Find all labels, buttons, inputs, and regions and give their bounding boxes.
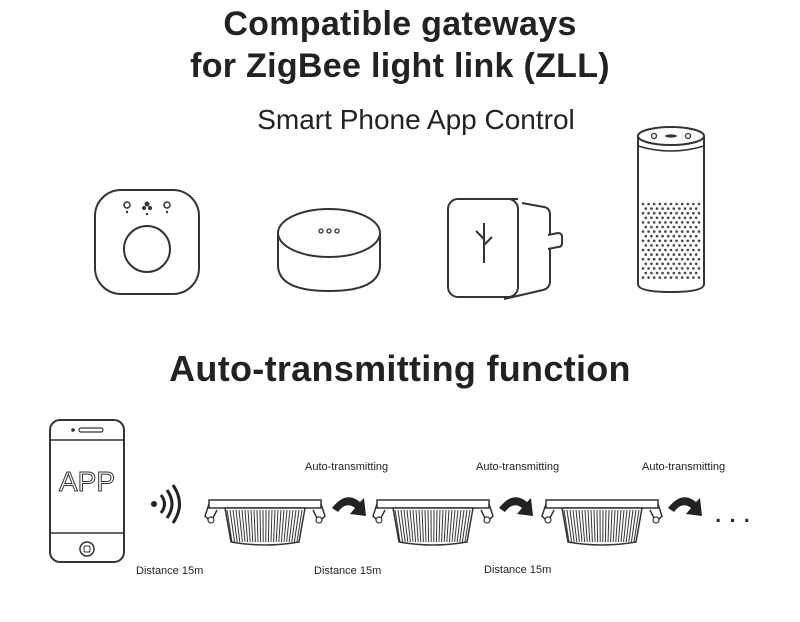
wireless-signal-icon bbox=[151, 484, 181, 524]
distance-label: Distance 15m bbox=[136, 565, 204, 577]
auto-transmitting-label: Auto-transmitting bbox=[305, 461, 389, 473]
curved-arrow-icon bbox=[668, 497, 702, 516]
continuation-ellipsis: ... bbox=[714, 496, 758, 529]
page-subtitle: Smart Phone App Control bbox=[257, 104, 575, 135]
smartphone-icon bbox=[49, 419, 125, 563]
section-title: Auto-transmitting function bbox=[169, 348, 631, 389]
auto-transmitting-label: Auto-transmitting bbox=[476, 461, 560, 473]
round-gateway-icon bbox=[277, 208, 381, 293]
page-title-line-1: Compatible gateways bbox=[223, 5, 577, 43]
app-label: APP bbox=[58, 466, 116, 498]
downlight-icon bbox=[372, 499, 494, 546]
plug-gateway-icon bbox=[447, 198, 563, 300]
downlight-icon bbox=[204, 499, 326, 546]
curved-arrow-icon bbox=[332, 497, 366, 516]
curved-arrow-icon bbox=[499, 497, 533, 516]
auto-transmitting-label: Auto-transmitting bbox=[642, 461, 726, 473]
distance-label: Distance 15m bbox=[484, 564, 552, 576]
page-title-line-2: for ZigBee light link (ZLL) bbox=[190, 47, 610, 85]
smart-speaker-icon bbox=[637, 126, 705, 294]
hub-bridge-icon bbox=[94, 189, 200, 295]
distance-label: Distance 15m bbox=[314, 565, 382, 577]
downlight-icon bbox=[541, 499, 663, 546]
